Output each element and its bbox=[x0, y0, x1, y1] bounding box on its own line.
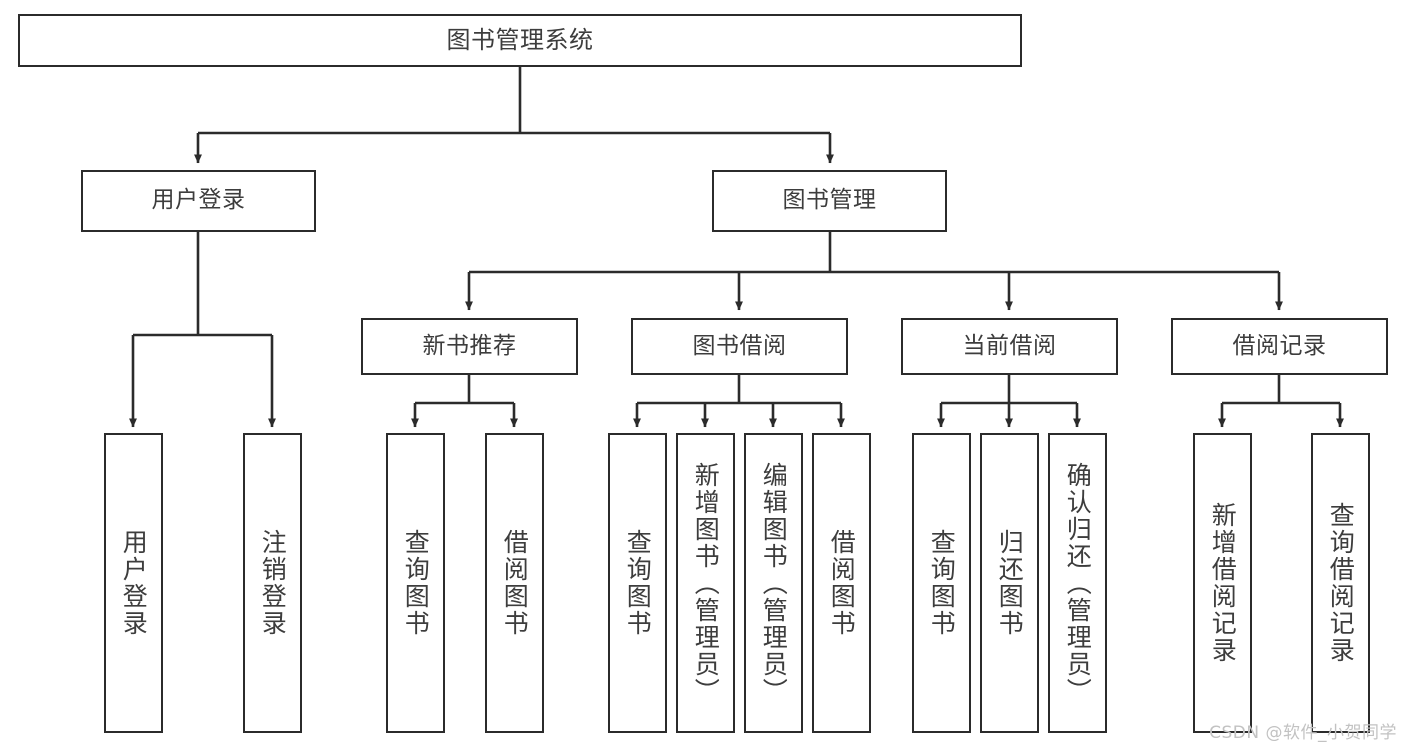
leaf-current-borrow-2-label: 归还图书 bbox=[995, 529, 1025, 637]
leaf-book-borrow-2-label: 新增图书（管理员） bbox=[691, 461, 721, 705]
node-book-borrow[interactable]: 图书借阅 bbox=[631, 318, 848, 375]
leaf-current-borrow-1-label: 查询图书 bbox=[927, 529, 957, 637]
node-root-book-management-system[interactable]: 图书管理系统 bbox=[18, 14, 1022, 67]
node-user-login[interactable]: 用户登录 bbox=[81, 170, 316, 232]
leaf-book-borrow-1-label: 查询图书 bbox=[623, 529, 653, 637]
node-borrow-record[interactable]: 借阅记录 bbox=[1171, 318, 1388, 375]
leaf-user-login-1[interactable]: 用户登录 bbox=[104, 433, 163, 733]
leaf-book-borrow-2[interactable]: 新增图书（管理员） bbox=[676, 433, 735, 733]
leaf-user-login-2-label: 注销登录 bbox=[258, 529, 288, 637]
leaf-borrow-record-2-label: 查询借阅记录 bbox=[1326, 502, 1356, 664]
leaf-book-borrow-3[interactable]: 编辑图书（管理员） bbox=[744, 433, 803, 733]
leaf-book-borrow-4-label: 借阅图书 bbox=[827, 529, 857, 637]
node-new-book-recommendation-label: 新书推荐 bbox=[422, 332, 517, 359]
leaf-new-book-rec-2-label: 借阅图书 bbox=[500, 529, 530, 637]
node-new-book-recommendation[interactable]: 新书推荐 bbox=[361, 318, 578, 375]
node-book-management-label: 图书管理 bbox=[782, 187, 877, 214]
leaf-user-login-2[interactable]: 注销登录 bbox=[243, 433, 302, 733]
node-current-borrow-label: 当前借阅 bbox=[962, 332, 1057, 359]
node-book-management[interactable]: 图书管理 bbox=[712, 170, 947, 232]
leaf-book-borrow-3-label: 编辑图书（管理员） bbox=[759, 461, 789, 705]
leaf-borrow-record-1-label: 新增借阅记录 bbox=[1208, 502, 1238, 664]
leaf-book-borrow-1[interactable]: 查询图书 bbox=[608, 433, 667, 733]
node-borrow-record-label: 借阅记录 bbox=[1232, 332, 1327, 359]
leaf-new-book-rec-2[interactable]: 借阅图书 bbox=[485, 433, 544, 733]
node-root-label: 图书管理系统 bbox=[446, 26, 594, 55]
leaf-new-book-rec-1[interactable]: 查询图书 bbox=[386, 433, 445, 733]
leaf-book-borrow-4[interactable]: 借阅图书 bbox=[812, 433, 871, 733]
leaf-borrow-record-1[interactable]: 新增借阅记录 bbox=[1193, 433, 1252, 733]
node-user-login-label: 用户登录 bbox=[151, 187, 246, 214]
leaf-current-borrow-3[interactable]: 确认归还（管理员） bbox=[1048, 433, 1107, 733]
leaf-user-login-1-label: 用户登录 bbox=[119, 529, 149, 637]
leaf-current-borrow-3-label: 确认归还（管理员） bbox=[1063, 461, 1093, 705]
leaf-current-borrow-2[interactable]: 归还图书 bbox=[980, 433, 1039, 733]
node-current-borrow[interactable]: 当前借阅 bbox=[901, 318, 1118, 375]
node-book-borrow-label: 图书借阅 bbox=[692, 332, 787, 359]
csdn-watermark: CSDN @软件_小贺同学 bbox=[1209, 723, 1397, 743]
leaf-borrow-record-2[interactable]: 查询借阅记录 bbox=[1311, 433, 1370, 733]
leaf-new-book-rec-1-label: 查询图书 bbox=[401, 529, 431, 637]
leaf-current-borrow-1[interactable]: 查询图书 bbox=[912, 433, 971, 733]
